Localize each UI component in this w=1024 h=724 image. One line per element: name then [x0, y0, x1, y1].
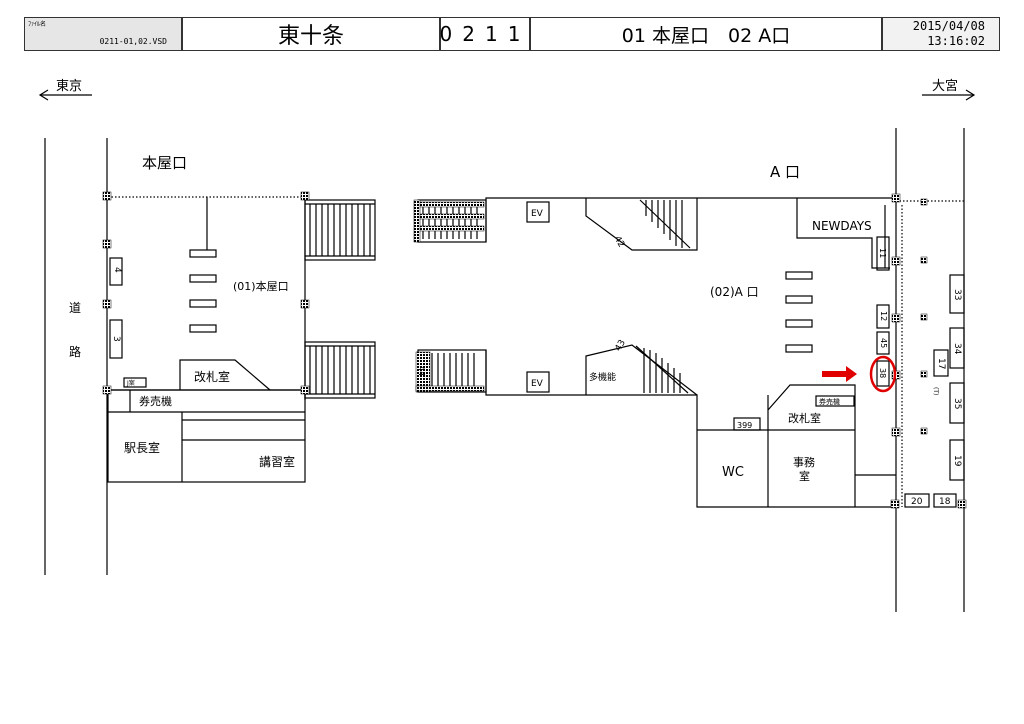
kenbaiki-left-label: 券売機 — [139, 394, 172, 408]
column-markers — [102, 191, 967, 509]
note-t-label: (T) — [932, 387, 939, 395]
ev-upper-label: EV — [531, 209, 544, 219]
direction-tokyo — [38, 89, 92, 101]
ekichou-label: 駅長室 — [124, 440, 160, 455]
exit-names: 01 本屋口 02 A口 — [530, 17, 882, 51]
post-38: 38 — [878, 368, 887, 378]
direction-right-label: 大宮 — [932, 78, 958, 94]
road-label-2: 路 — [69, 344, 81, 359]
post-12: 12 — [879, 311, 888, 321]
a-exit-label: A 口 — [770, 163, 800, 181]
platform-posts — [876, 236, 965, 508]
post-17: 17 — [936, 358, 946, 369]
station-code: 0211 — [440, 17, 530, 51]
jimu-label-2: 室 — [799, 469, 810, 483]
post-11: 11 — [878, 248, 887, 258]
honya-gate-label: (01)本屋口 — [233, 279, 289, 293]
honya-exit-label: 本屋口 — [142, 154, 187, 172]
post-35: 35 — [952, 398, 962, 409]
direction-omiya — [922, 89, 976, 101]
post-20: 20 — [911, 497, 923, 507]
post-43: 43 — [614, 338, 628, 353]
kaisatsu-right-label: 改札室 — [788, 411, 821, 425]
a-gate-label: (02)A 口 — [710, 285, 759, 299]
honya-rooms — [107, 377, 306, 483]
jr-sign-label: J案 — [126, 379, 135, 387]
post-33: 33 — [952, 289, 962, 300]
post-19: 19 — [952, 455, 962, 467]
post-34: 34 — [952, 343, 962, 355]
highlight-marker — [822, 355, 897, 393]
post-18: 18 — [939, 497, 951, 507]
wc-label: WC — [722, 465, 744, 480]
kaisatsu-left-label: 改札室 — [194, 369, 230, 384]
file-name: 0211-01,02.VSD — [99, 37, 167, 46]
road-label-1: 道 — [69, 301, 81, 315]
timestamp-cell: 2015/04/08 13:16:02 — [882, 17, 1000, 51]
jimu-label-1: 事務 — [793, 455, 815, 469]
post-42: 42 — [612, 235, 626, 250]
post-3: 3 — [111, 336, 121, 342]
post-44: 44 — [417, 366, 426, 376]
honya-stairs-lower — [304, 341, 376, 399]
honya-stairs-upper — [304, 199, 376, 261]
direction-left-label: 東京 — [56, 78, 82, 94]
file-label: ﾌｧｲﾙ名 — [28, 21, 47, 28]
post-4: 4 — [112, 267, 122, 273]
date: 2015/04/08 — [912, 19, 985, 33]
kenbaiki-right-label: 券売機 — [819, 397, 840, 406]
ev-lower-label: EV — [531, 379, 544, 389]
newdays-label: NEWDAYS — [812, 219, 872, 233]
koushuu-label: 講習室 — [259, 454, 295, 469]
tamokuteki-label: 多機能 — [589, 371, 616, 383]
post-45: 45 — [879, 338, 888, 348]
station-name: 東十条 — [182, 17, 440, 51]
highlight-arrow — [822, 366, 857, 382]
highlight-circle — [869, 355, 897, 393]
a-concourse — [485, 197, 964, 508]
post-399: 399 — [737, 421, 752, 430]
file-name-cell: ﾌｧｲﾙ名 0211-01,02.VSD — [24, 17, 182, 51]
time: 13:16:02 — [927, 34, 985, 48]
